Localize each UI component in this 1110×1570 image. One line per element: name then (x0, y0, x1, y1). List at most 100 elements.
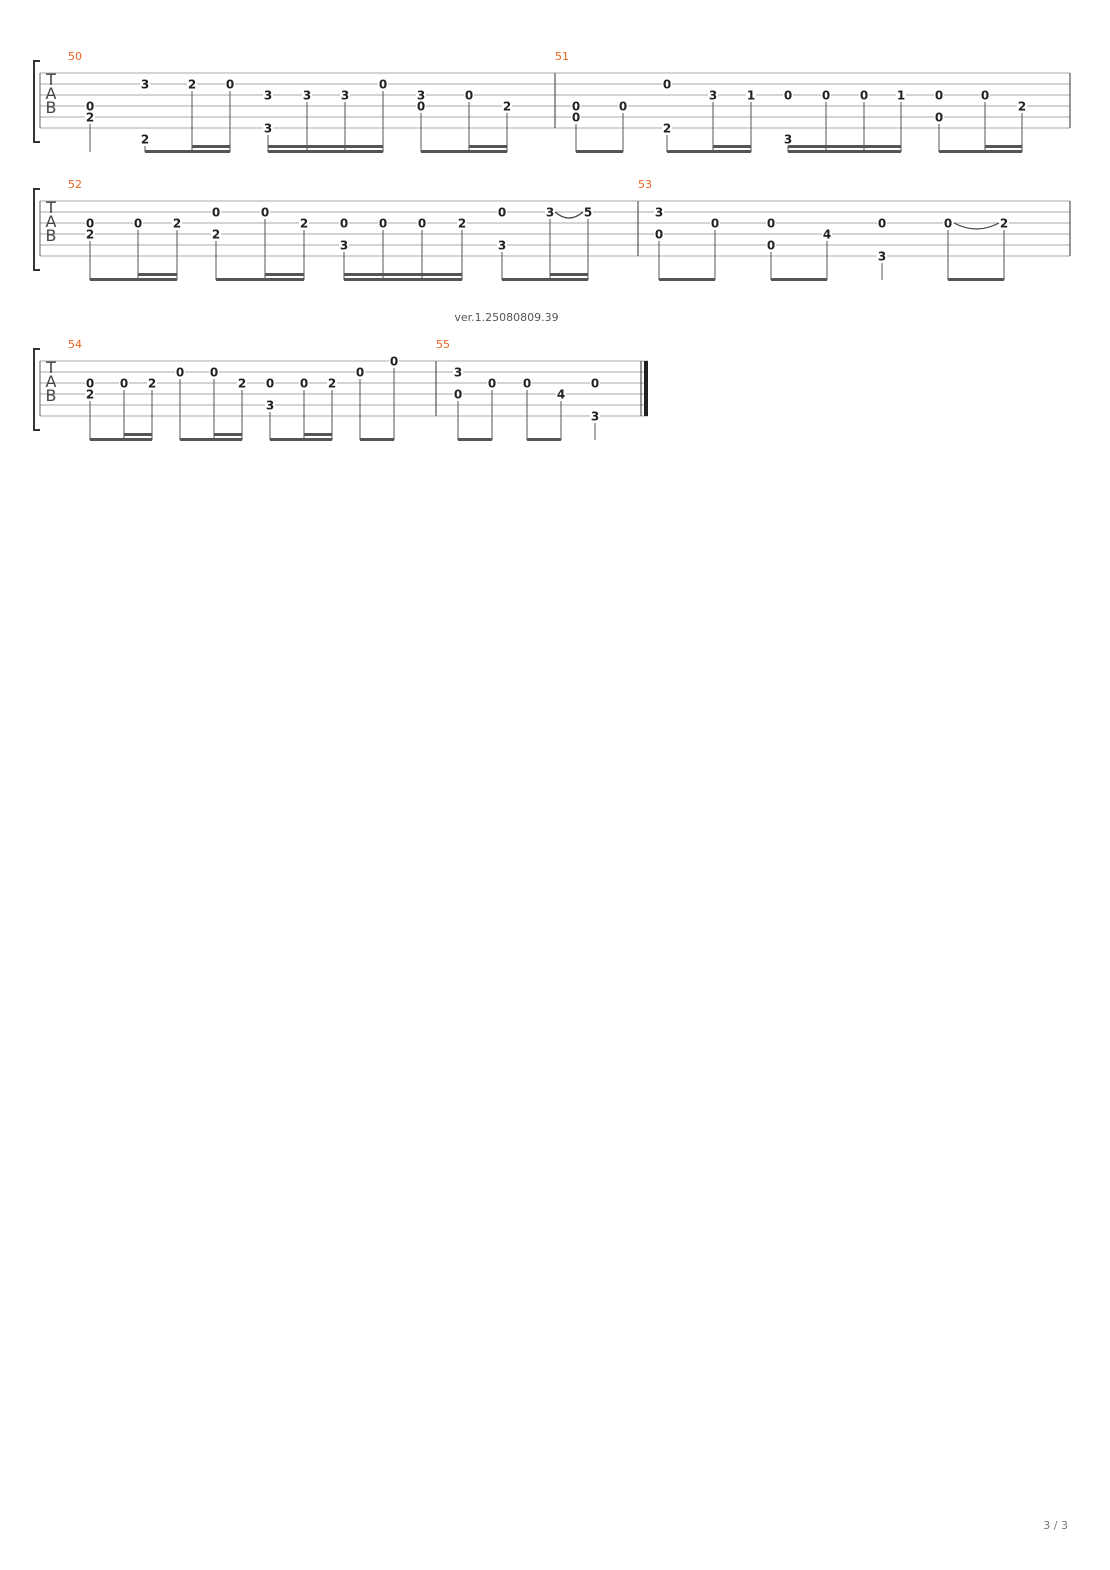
fret-background (355, 366, 365, 378)
tab-clef-letter: A (46, 372, 57, 391)
fret-number: 0 (767, 239, 775, 253)
sixteenth-beam (214, 433, 242, 436)
fret-number: 3 (878, 250, 886, 264)
eighth-beam (145, 150, 230, 153)
fret-background (746, 89, 756, 101)
measure-number: 51 (555, 50, 569, 63)
fret-background (172, 217, 182, 229)
fret-background (662, 78, 672, 90)
fret-number: 0 (663, 78, 671, 92)
fret-background (417, 217, 427, 229)
sixteenth-beam (550, 273, 588, 276)
fret-number: 0 (266, 377, 274, 391)
sixteenth-beam (469, 145, 507, 148)
eighth-beam (527, 438, 561, 441)
fret-background (999, 217, 1009, 229)
fret-number: 0 (86, 217, 94, 231)
fret-background (943, 217, 953, 229)
fret-number: 2 (141, 133, 149, 147)
fret-background (545, 206, 555, 218)
eighth-beam (270, 438, 332, 441)
fret-background (147, 377, 157, 389)
fret-background (457, 217, 467, 229)
fret-background (119, 377, 129, 389)
fret-number: 0 (465, 89, 473, 103)
fret-number: 2 (300, 217, 308, 231)
eighth-beam (421, 150, 507, 153)
fret-background (522, 377, 532, 389)
version-label: ver.1.25080809.39 (454, 311, 559, 324)
fret-number: 3 (454, 366, 462, 380)
fret-number: 0 (418, 217, 426, 231)
page-number: 3 / 3 (1043, 1519, 1068, 1532)
fret-background (378, 217, 388, 229)
fret-background (654, 228, 664, 240)
fret-background (590, 410, 600, 422)
eighth-beam (939, 150, 1022, 153)
fret-number: 0 (417, 100, 425, 114)
fret-background (571, 100, 581, 112)
fret-number: 3 (303, 89, 311, 103)
sixteenth-beam (985, 145, 1022, 148)
sixteenth-beam (138, 273, 177, 276)
fret-background (85, 388, 95, 400)
sixteenth-beam (265, 273, 304, 276)
tab-clef-letter: T (45, 198, 56, 217)
fret-number: 0 (981, 89, 989, 103)
fret-number: 0 (498, 206, 506, 220)
sixteenth-beam (344, 273, 462, 276)
eighth-beam (360, 438, 394, 441)
fret-number: 0 (860, 89, 868, 103)
fret-number: 0 (488, 377, 496, 391)
fret-background (265, 377, 275, 389)
tab-clef-letter: A (46, 212, 57, 231)
tab-clef-letter: B (46, 386, 57, 405)
fret-background (85, 111, 95, 123)
fret-background (502, 100, 512, 112)
fret-background (187, 78, 197, 90)
system-bracket (33, 188, 40, 271)
fret-background (263, 89, 273, 101)
fret-background (821, 89, 831, 101)
fret-number: 2 (86, 111, 94, 125)
system-bracket (33, 348, 40, 431)
fret-number: 0 (300, 377, 308, 391)
sixteenth-beam (192, 145, 230, 148)
eighth-beam (268, 150, 383, 153)
tab-clef-letter: T (45, 70, 56, 89)
fret-number: 0 (619, 100, 627, 114)
fret-background (934, 111, 944, 123)
eighth-beam (788, 150, 901, 153)
fret-background (590, 377, 600, 389)
fret-number: 3 (784, 133, 792, 147)
fret-background (85, 217, 95, 229)
fret-number: 3 (264, 122, 272, 136)
fret-number: 2 (86, 388, 94, 402)
sixteenth-beam (124, 433, 152, 436)
fret-background (710, 217, 720, 229)
fret-number: 0 (523, 377, 531, 391)
fret-number: 0 (226, 78, 234, 92)
fret-number: 5 (584, 206, 592, 220)
fret-number: 3 (498, 239, 506, 253)
sixteenth-beam (268, 145, 383, 148)
fret-background (497, 206, 507, 218)
fret-number: 0 (935, 89, 943, 103)
fret-number: 0 (356, 366, 364, 380)
fret-number: 0 (572, 100, 580, 114)
eighth-beam (90, 438, 152, 441)
fret-number: 0 (711, 217, 719, 231)
fret-number: 0 (878, 217, 886, 231)
eighth-beam (948, 278, 1004, 281)
tab-clef-letter: T (45, 358, 56, 377)
fret-number: 4 (557, 388, 565, 402)
slide-slur (953, 222, 1000, 230)
fret-background (416, 89, 426, 101)
eighth-beam (576, 150, 623, 153)
tab-clef-letter: B (46, 98, 57, 117)
fret-background (783, 133, 793, 145)
fret-background (389, 355, 399, 367)
fret-number: 0 (784, 89, 792, 103)
fret-number: 0 (454, 388, 462, 402)
